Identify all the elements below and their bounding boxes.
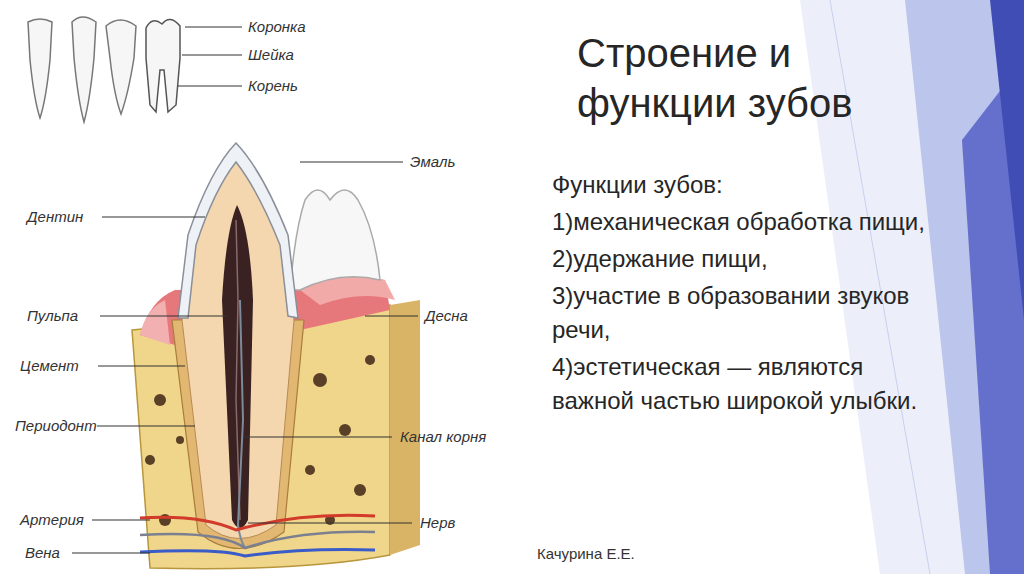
- leader-line: [92, 519, 150, 520]
- part-label: Шейка: [248, 46, 294, 64]
- leader-line: [98, 365, 185, 366]
- neighbour-tooth: [290, 190, 380, 290]
- part-label: Канал корня: [400, 428, 486, 446]
- pulp: [222, 205, 253, 528]
- part-label: Вена: [25, 544, 60, 562]
- leader-line: [182, 54, 242, 55]
- molar: [146, 19, 180, 112]
- leader-line: [100, 315, 228, 316]
- slide-title: Строение и функции зубов: [577, 28, 907, 128]
- leader-line: [102, 216, 205, 217]
- vein: [140, 550, 375, 556]
- part-label: Артерия: [20, 511, 84, 529]
- decor-band: [905, 0, 1024, 574]
- leader-line: [97, 425, 195, 426]
- part-label: Дентин: [27, 208, 83, 226]
- function-item: 3)участие в образовании звуков речи,: [552, 279, 947, 347]
- leader-line: [178, 85, 242, 86]
- part-label: Цемент: [20, 357, 79, 375]
- part-label: Эмаль: [410, 153, 455, 171]
- leader-line: [243, 436, 392, 437]
- incisor: [28, 19, 52, 118]
- leader-line: [185, 26, 242, 27]
- part-label: Нерв: [420, 514, 455, 532]
- canine: [72, 17, 96, 122]
- decor-band: [990, 0, 1024, 320]
- nerve-in-canal: [238, 300, 245, 548]
- part-label: Периодонт: [15, 417, 97, 435]
- leader-line: [248, 522, 412, 523]
- author-name: Качурина Е.Е.: [537, 545, 635, 563]
- function-item: 2)удержание пищи,: [552, 242, 947, 276]
- function-item: Функции зубов:: [552, 168, 947, 202]
- part-label: Десна: [425, 307, 468, 325]
- leader-line: [72, 552, 150, 553]
- part-label: Пульпа: [27, 307, 78, 325]
- function-item: 4)эстетическая — являются важной частью …: [552, 350, 947, 418]
- leader-line: [365, 315, 418, 316]
- functions-list: Функции зубов:1)механическая обработка п…: [552, 168, 947, 421]
- gum-highlight: [140, 300, 170, 345]
- part-label: Коронка: [248, 18, 306, 36]
- premolar: [106, 20, 136, 114]
- jaw-bone-side: [390, 300, 420, 555]
- leader-line: [300, 161, 403, 162]
- part-label: Корень: [248, 77, 298, 95]
- function-item: 1)механическая обработка пищи,: [552, 205, 947, 239]
- nerve: [140, 532, 375, 548]
